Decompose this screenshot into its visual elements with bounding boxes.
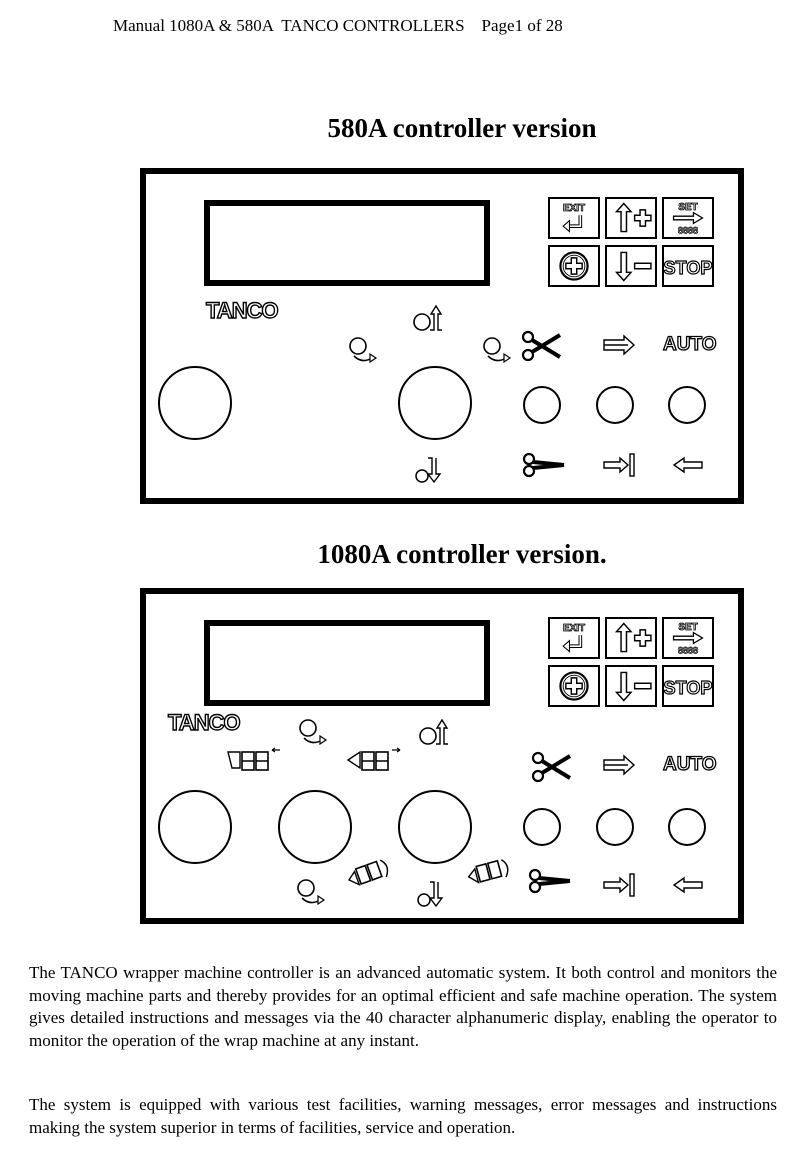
- up-plus-key[interactable]: [605, 197, 657, 239]
- arrow-right-bar-icon: [603, 453, 635, 477]
- controller-panel-1080a: EXIT SET 8888: [140, 588, 744, 924]
- arrow-right-double-icon: [603, 334, 636, 356]
- counter-rotate-left-icon: [348, 859, 389, 887]
- button-auto[interactable]: [668, 808, 706, 846]
- scissors-open-icon: [521, 330, 562, 362]
- controller-panel-580a: EXIT SET 8888: [140, 168, 744, 504]
- set-key-label: SET: [678, 202, 697, 213]
- arm-rotate-icon-2: [297, 879, 326, 906]
- button-feed[interactable]: [596, 386, 634, 424]
- down-minus-key[interactable]: [605, 665, 657, 707]
- stop-key[interactable]: STOP: [662, 245, 714, 287]
- stop-key-label: STOP: [664, 678, 712, 698]
- button-cut[interactable]: [523, 808, 561, 846]
- arrow-right-bar-icon: [603, 873, 635, 897]
- lcd-display: [204, 620, 490, 706]
- scissors-open-icon: [531, 751, 572, 783]
- scissors-closed-icon: [528, 868, 571, 894]
- scissors-closed-icon: [522, 452, 565, 478]
- down-minus-icon: [614, 251, 652, 282]
- arrow-left-icon: [672, 876, 703, 894]
- button-feed[interactable]: [596, 808, 634, 846]
- exit-key[interactable]: EXIT: [548, 197, 600, 239]
- down-minus-icon: [614, 671, 652, 702]
- auto-label: AUTO: [662, 753, 717, 775]
- arrow-left-icon: [672, 456, 703, 474]
- exit-key[interactable]: EXIT: [548, 617, 600, 659]
- arm-rotate-icon-1: [299, 719, 328, 746]
- set-key[interactable]: SET 8888: [662, 197, 714, 239]
- exit-key-label: EXIT: [563, 203, 585, 214]
- counter-rotate-right-icon: [467, 859, 509, 884]
- bale-tilt-down-icon: [417, 881, 444, 908]
- lcd-display: [204, 200, 490, 286]
- down-minus-key[interactable]: [605, 245, 657, 287]
- section-title-1080a: 1080A controller version.: [317, 539, 607, 569]
- stop-icon: STOP: [663, 678, 713, 699]
- button-cut[interactable]: [523, 386, 561, 424]
- knob-left[interactable]: [158, 790, 232, 864]
- page-header-text: Manual 1080A & 580A TANCO CONTROLLERS Pa…: [113, 16, 563, 35]
- plus-key[interactable]: [548, 245, 600, 287]
- stop-key-label: STOP: [664, 258, 712, 278]
- bale-tilt-down-icon: [415, 457, 442, 484]
- set-key-label: SET: [678, 622, 697, 633]
- plus-circle-icon: [559, 251, 589, 281]
- keypad: EXIT SET 8888: [548, 197, 718, 289]
- exit-key-label: EXIT: [563, 623, 585, 634]
- counter-left-icon: [227, 747, 280, 771]
- bale-tilt-up-icon: [419, 718, 449, 745]
- plus-key[interactable]: [548, 665, 600, 707]
- bale-tilt-up-icon: [413, 304, 443, 331]
- body-paragraph-1: The TANCO wrapper machine controller is …: [29, 963, 777, 1050]
- plus-circle-icon: [559, 671, 589, 701]
- knob-right[interactable]: [398, 790, 472, 864]
- arm-rotate-icon-2: [483, 337, 512, 364]
- knob-center[interactable]: [398, 366, 472, 440]
- keypad: EXIT SET 8888: [548, 617, 718, 709]
- body-paragraph-2: The system is equipped with various test…: [29, 1095, 777, 1137]
- tanco-logo: TANCO: [167, 709, 241, 735]
- knob-left[interactable]: [158, 366, 232, 440]
- arm-rotate-icon-1: [349, 337, 378, 364]
- stop-icon: STOP: [663, 258, 713, 279]
- exit-icon: EXIT: [562, 622, 585, 653]
- up-plus-icon: [614, 202, 652, 233]
- set-key-digits: 8888: [678, 645, 698, 655]
- set-key-digits: 8888: [678, 225, 698, 235]
- counter-right-icon: [346, 747, 401, 771]
- set-icon: SET 8888: [672, 201, 704, 236]
- up-plus-icon: [614, 622, 652, 653]
- set-icon: SET 8888: [672, 621, 704, 656]
- set-key[interactable]: SET 8888: [662, 617, 714, 659]
- auto-label: AUTO: [662, 333, 717, 355]
- arrow-right-double-icon: [603, 754, 636, 776]
- button-auto[interactable]: [668, 386, 706, 424]
- section-title-580a: 580A controller version: [327, 113, 597, 143]
- knob-middle[interactable]: [278, 790, 352, 864]
- up-plus-key[interactable]: [605, 617, 657, 659]
- exit-icon: EXIT: [562, 202, 585, 233]
- tanco-logo: TANCO: [205, 297, 279, 323]
- stop-key[interactable]: STOP: [662, 665, 714, 707]
